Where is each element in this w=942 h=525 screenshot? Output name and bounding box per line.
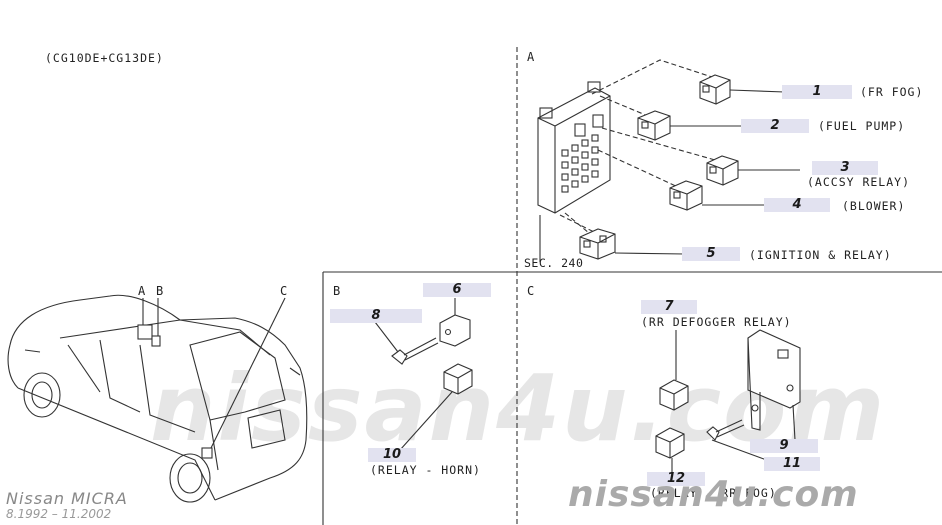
callout-8[interactable]: 8: [330, 309, 422, 323]
part-label-4: (BLOWER): [842, 199, 906, 213]
panel-b-letter: B: [333, 284, 341, 298]
engine-note: (CG10DE+CG13DE): [45, 51, 164, 65]
callout-11[interactable]: 11: [764, 457, 820, 471]
callout-6[interactable]: 6: [423, 283, 491, 297]
bracket-c: [747, 329, 801, 431]
relay-10: [443, 363, 473, 395]
callout-12[interactable]: 12: [647, 472, 705, 486]
callout-5[interactable]: 5: [682, 247, 740, 261]
callout-3[interactable]: 3: [812, 161, 878, 175]
bolt-8: [391, 337, 439, 365]
bracket-6: [439, 314, 471, 347]
part-label-1: (FR FOG): [860, 85, 924, 99]
part-label-2: (FUEL PUMP): [818, 119, 906, 133]
part-label-7: (RR DEFOGGER RELAY): [641, 315, 792, 329]
callout-10[interactable]: 10: [368, 448, 416, 462]
relay-12: [655, 427, 685, 459]
panel-c-letter: C: [527, 284, 535, 298]
part-label-10: (RELAY - HORN): [370, 463, 481, 477]
footer-model: Nissan MICRA: [6, 489, 128, 508]
callout-2[interactable]: 2: [741, 119, 809, 133]
footer-site[interactable]: nissan4u.com: [568, 474, 859, 515]
vehicle-marker-c[interactable]: C: [280, 284, 288, 298]
callout-1[interactable]: 1: [782, 85, 852, 99]
relay-4: [669, 180, 703, 211]
relay-5: [579, 228, 616, 260]
callout-4[interactable]: 4: [764, 198, 830, 212]
relay-1: [699, 74, 731, 105]
bolt-11: [706, 419, 745, 441]
vehicle-marker-b[interactable]: B: [156, 284, 164, 298]
panel-a-section-ref[interactable]: SEC. 240: [524, 256, 584, 270]
relay-3: [706, 155, 739, 186]
part-label-12: (RELAY - RR FOG): [650, 486, 777, 500]
car-outline: [7, 294, 308, 503]
vehicle-marker-a[interactable]: A: [138, 284, 146, 298]
fuse-block: [537, 81, 611, 214]
footer-years: 8.1992 – 11.2002: [6, 507, 112, 521]
part-label-5: (IGNITION & RELAY): [749, 248, 892, 262]
relay-2: [637, 110, 671, 141]
panel-a-letter: A: [527, 50, 535, 64]
callout-7[interactable]: 7: [641, 300, 697, 314]
callout-9[interactable]: 9: [750, 439, 818, 453]
relay-7: [659, 379, 689, 411]
part-label-3: (ACCSY RELAY): [807, 175, 911, 189]
